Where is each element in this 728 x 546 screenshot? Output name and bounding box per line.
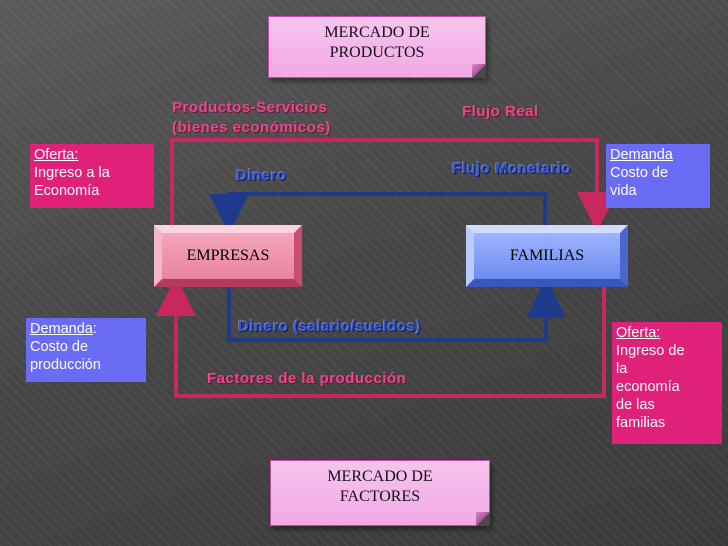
demanda-familias-box: Demanda Costo de vida [606, 144, 710, 208]
productos-servicios-label: Productos-Servicios (bienes económicos) [172, 98, 331, 138]
demanda-familias-line1: Costo de [610, 165, 669, 181]
oferta-familias-box: Oferta: Ingreso de la economía de las fa… [612, 322, 722, 444]
oferta-empresas-line2: Economía [34, 183, 100, 199]
oferta-familias-line4: de las [616, 397, 655, 413]
empresas-box: EMPRESAS [154, 225, 302, 287]
mercado-productos-note: MERCADO DE PRODUCTOS [268, 16, 486, 78]
money-flow-bottom-arrow [227, 278, 566, 342]
productos-servicios-line2: (bienes económicos) [172, 119, 331, 136]
oferta-empresas-heading: Oferta: [34, 147, 79, 163]
familias-box: FAMILIAS [466, 225, 628, 287]
oferta-familias-heading: Oferta: [616, 325, 661, 341]
real-flow-bottom-arrow [156, 276, 606, 398]
dinero-top-label: Dinero [236, 167, 287, 184]
empresas-label: EMPRESAS [186, 247, 270, 264]
oferta-familias-line5: familias [616, 415, 666, 431]
demanda-empresas-line1: Costo de [30, 339, 89, 355]
page-curl-icon [472, 64, 486, 78]
money-flow-top-arrow [209, 192, 547, 234]
oferta-familias-line1: Ingreso de [616, 343, 685, 359]
demanda-empresas-line2: producción [30, 357, 101, 373]
mercado-productos-line2: PRODUCTOS [329, 44, 425, 61]
mercado-productos-line1: MERCADO DE [324, 24, 430, 41]
demanda-familias-line2: vida [610, 183, 637, 199]
familias-label: FAMILIAS [509, 247, 585, 264]
mercado-factores-note: MERCADO DE FACTORES [270, 460, 490, 526]
page-curl-icon [476, 512, 490, 526]
mercado-factores-line2: FACTORES [339, 488, 421, 505]
demanda-familias-heading: Demanda [610, 147, 673, 163]
flujo-monetario-label: Flujo Monetario [452, 160, 572, 177]
dinero-bottom-label: Dinero (salario/sueldos) [238, 318, 421, 335]
mercado-factores-line1: MERCADO DE [327, 468, 433, 485]
factores-produccion-label: Factores de la producción [207, 370, 407, 387]
oferta-familias-line3: economía [616, 379, 680, 395]
demanda-empresas-colon: : [92, 321, 97, 337]
demanda-empresas-heading: Demanda [30, 321, 93, 337]
productos-servicios-line1: Productos-Servicios [172, 99, 328, 116]
oferta-empresas-line1: Ingreso a la [34, 165, 110, 181]
flujo-real-label: Flujo Real [462, 103, 539, 120]
demanda-empresas-box: Demanda: Costo de producción [26, 318, 146, 382]
oferta-familias-line2: la [616, 361, 628, 377]
demanda-empresas-heading-row: Demanda: [30, 320, 142, 338]
real-flow-top-arrow [170, 138, 617, 232]
oferta-empresas-box: Oferta: Ingreso a la Economía [30, 144, 154, 208]
